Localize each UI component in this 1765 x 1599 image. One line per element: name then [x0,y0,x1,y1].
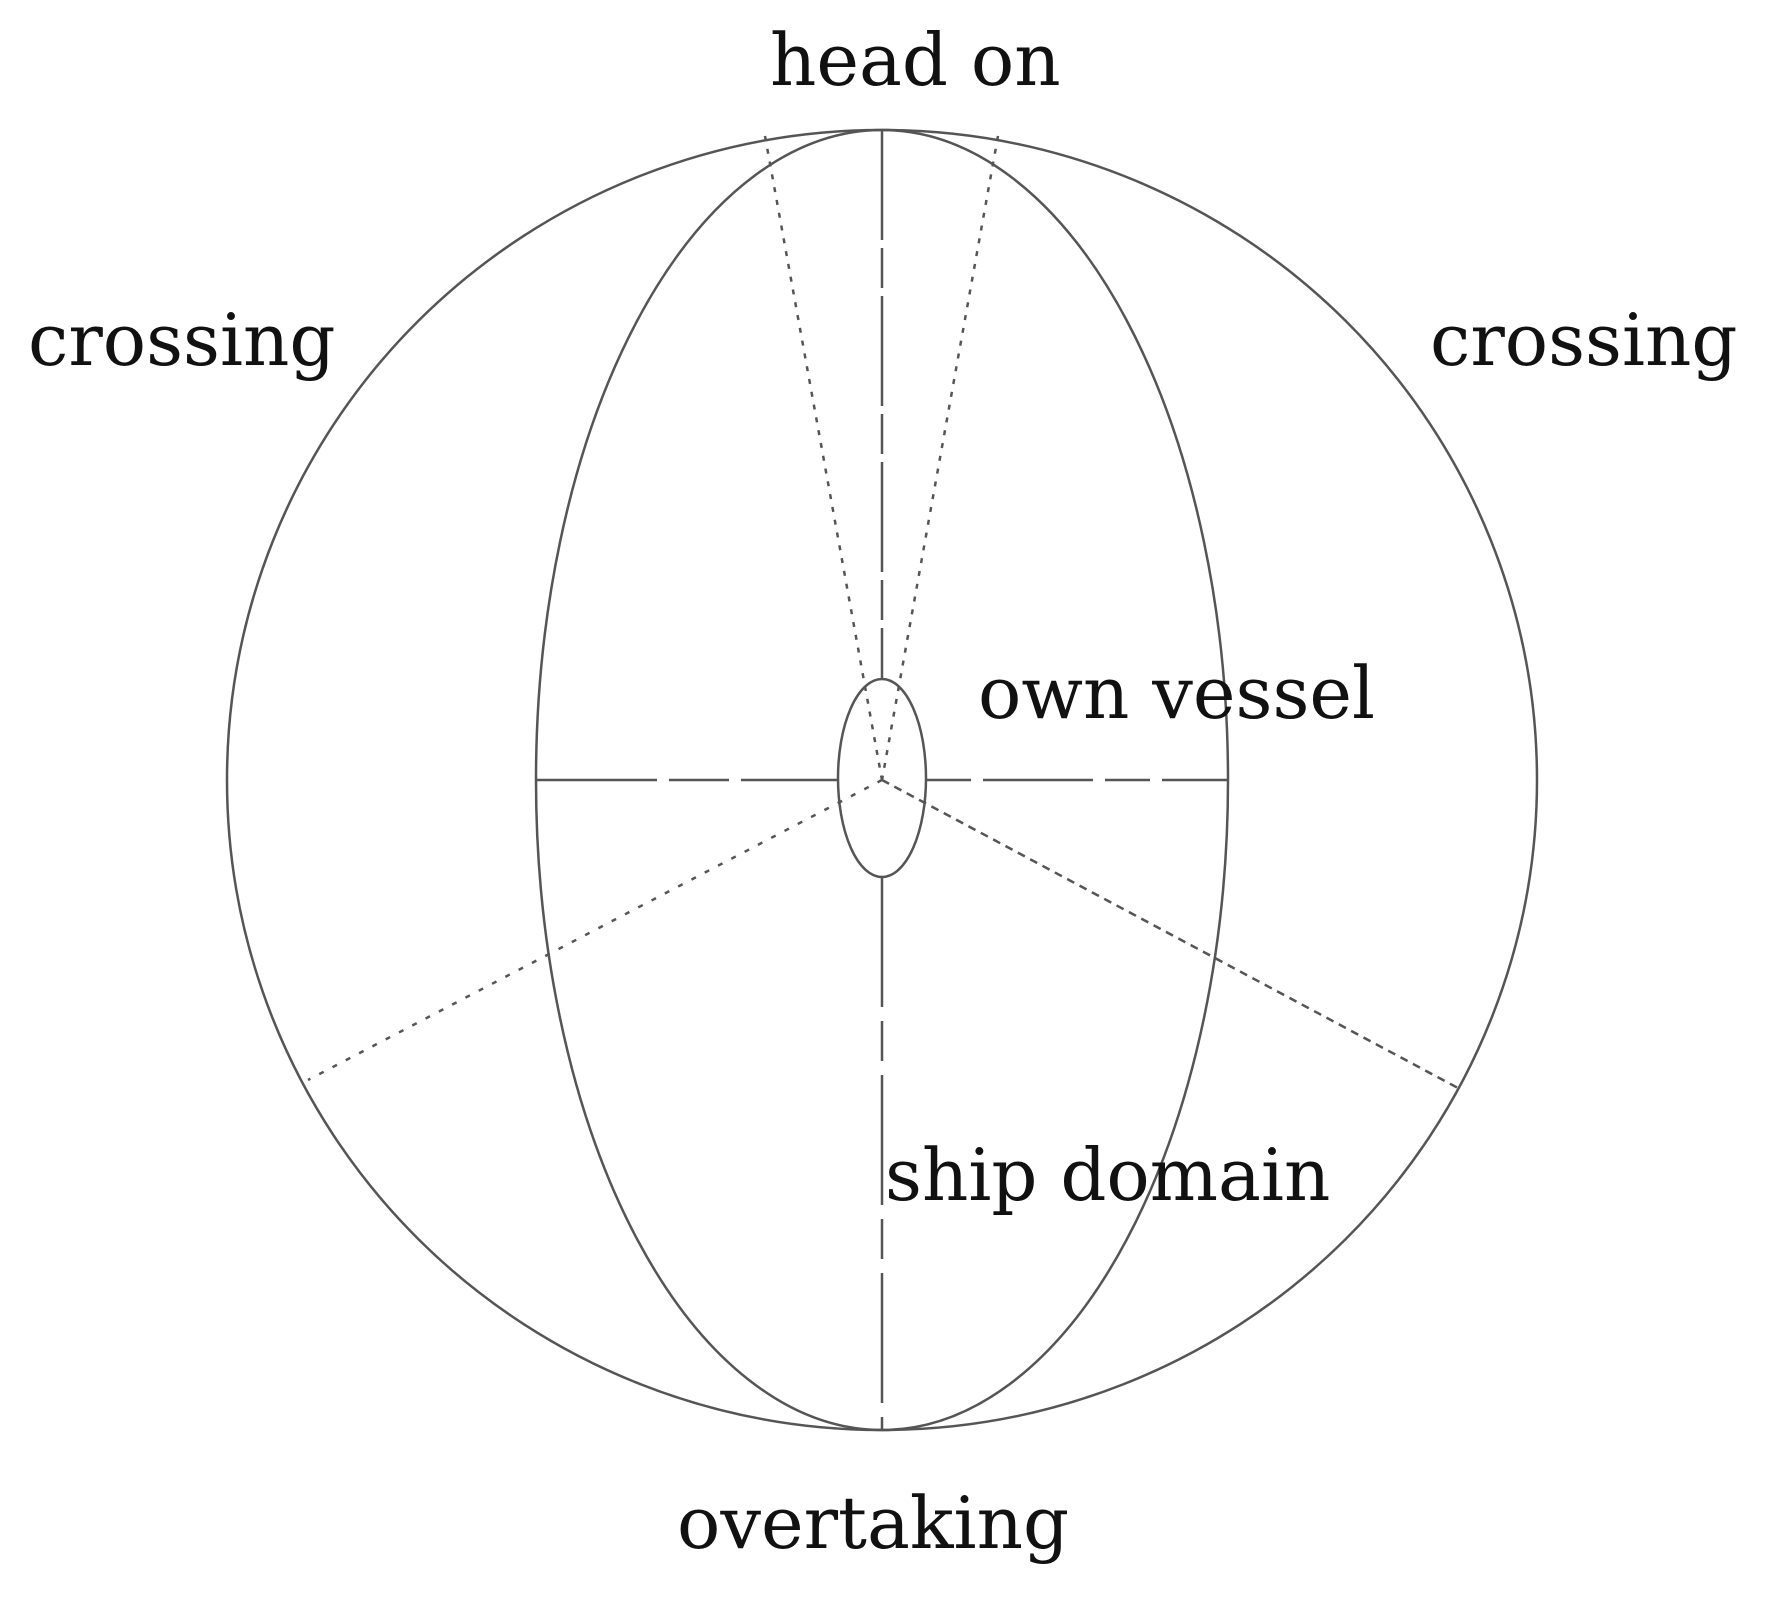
label-overtaking: overtaking [677,1481,1069,1565]
overtaking-sector-right-line [881,778,1459,1090]
label-crossing-right: crossing [1430,298,1737,382]
overtaking-sector-left-line [307,778,883,1082]
head-on-sector-left-line [763,135,884,781]
label-own-vessel: own vessel [978,651,1375,735]
label-ship-domain: ship domain [885,1133,1330,1217]
head-on-sector-right-line [880,135,1000,781]
label-head-on: head on [770,18,1061,102]
label-crossing-left: crossing [28,298,335,382]
